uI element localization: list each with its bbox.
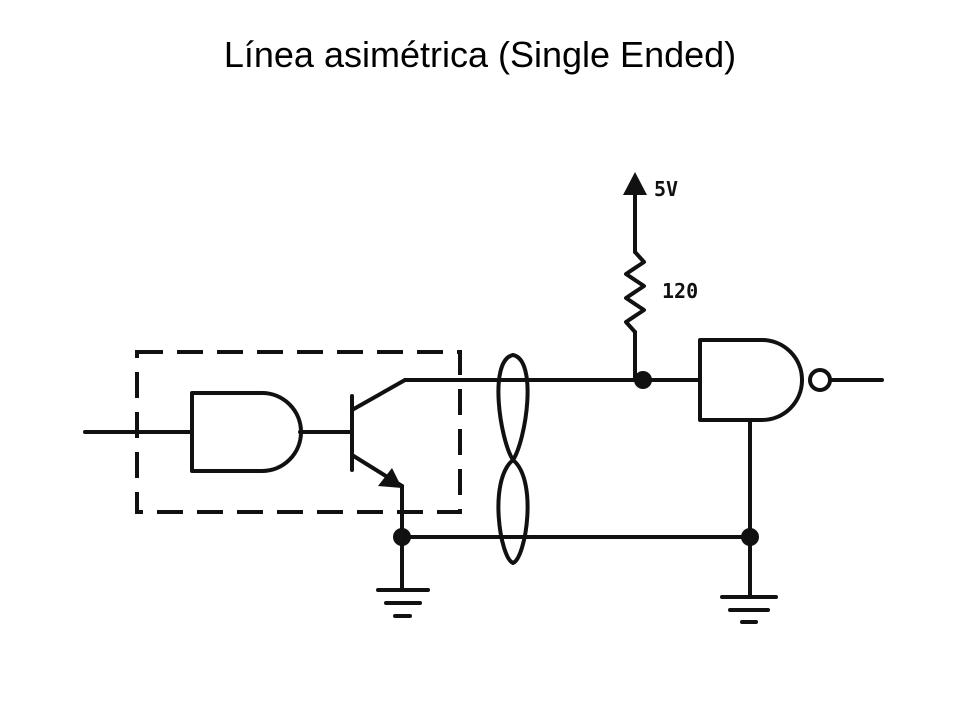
npn-transistor (350, 378, 407, 488)
supply-label: 5V (654, 177, 678, 201)
resistor-label: 120 (662, 279, 698, 303)
nand-gate-receiver (698, 338, 804, 422)
twisted-pair-symbol (496, 353, 530, 462)
ground-symbol-right (720, 595, 778, 624)
resistor-symbol (624, 250, 646, 334)
and-gate-driver (190, 391, 303, 473)
slide-title: Línea asimétrica (Single Ended) (223, 34, 737, 75)
junction-node (741, 528, 759, 546)
junction-node (634, 371, 652, 389)
ground-symbol-left (376, 535, 430, 618)
emitter-arrow (378, 468, 402, 488)
nand-bubble (808, 368, 832, 392)
driver-enclosure (135, 350, 462, 514)
junction-node (393, 528, 411, 546)
supply-arrow (623, 172, 647, 254)
